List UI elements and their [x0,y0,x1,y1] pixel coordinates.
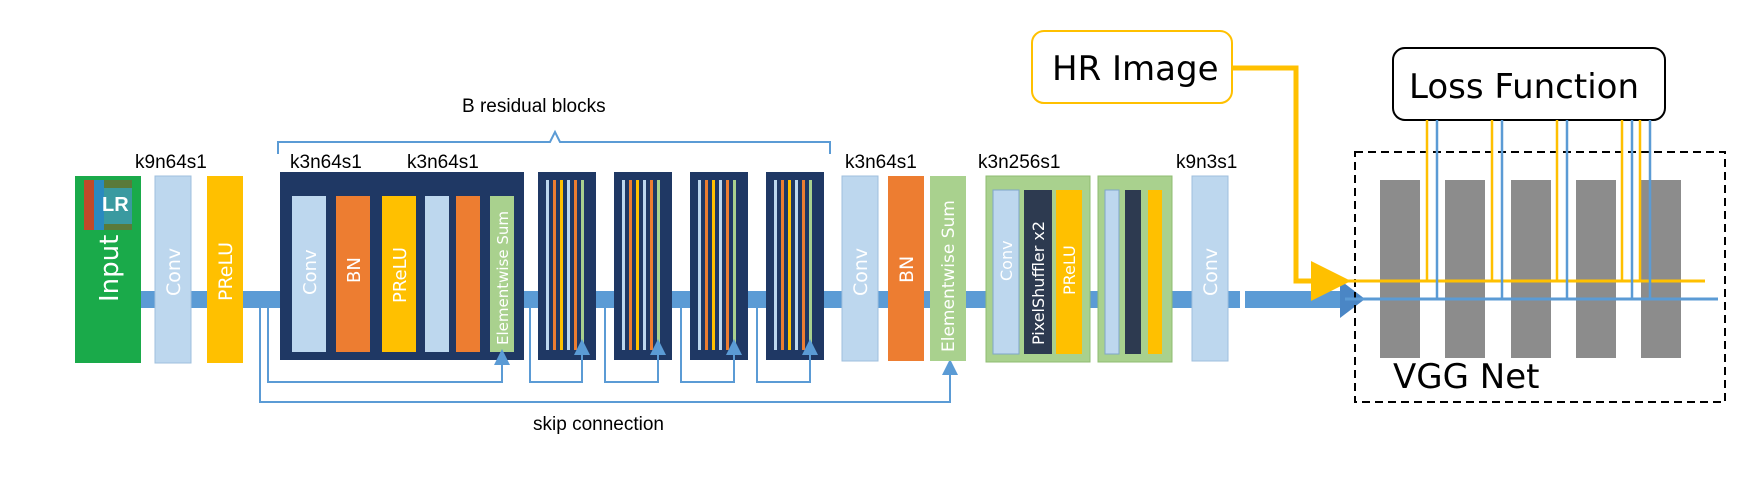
brace [277,129,831,154]
loss-function-box [1392,47,1666,121]
kernel-label-k3n256s1: k3n256s1 [978,152,1060,173]
res-conv-2 [425,196,449,352]
kernel-label-k9n3s1: k9n3s1 [1176,152,1237,173]
res-sum-label-1: Elementwise Sum [494,211,512,345]
prelu-block-1 [207,176,243,363]
global-skip-connection [259,300,958,403]
conv-label-2: Conv [850,248,872,296]
res-bn-1 [336,196,370,352]
res-bn-label-1: BN [344,257,365,283]
upsample-block-1 [985,175,1091,363]
res-prelu-label-1: PReLU [390,247,411,303]
residual-block-2 [538,172,596,360]
vgg-net-label: VGG Net [1393,357,1539,397]
loss-function-label: Loss Function [1409,67,1639,107]
prelu-label-1: PReLU [215,242,237,301]
upsample-block-2 [1097,175,1173,363]
res-prelu-1 [382,196,416,352]
trunk-arrow-body [1245,291,1340,308]
b-residual-blocks-label: B residual blocks [462,96,606,117]
conv-label-1: Conv [163,248,185,296]
res-conv-label-1: Conv [300,249,321,295]
pixelshuffler-label: PixelShuffler x2 [1029,221,1048,345]
conv-block-final [1191,175,1229,362]
lr-image-thumbnail [84,180,132,230]
residual-block-3 [614,172,672,360]
upsample-conv-label: Conv [997,240,1016,281]
elementwise-sum-label: Elementwise Sum [939,200,959,352]
kernel-label-k3n64s1-a: k3n64s1 [290,152,362,173]
conv-block-2 [841,175,879,362]
vgg-layer-3 [1511,180,1551,358]
local-skip-connections [267,300,818,383]
kernel-label-k3n64s1-b: k3n64s1 [407,152,479,173]
conv-block-1 [154,175,192,364]
bn-label-1: BN [896,256,918,283]
hr-image-label: HR Image [1052,49,1218,89]
vgg-layer-5 [1641,180,1681,358]
input-label: Input [95,235,125,302]
kernel-label-k3n64s1-c: k3n64s1 [845,152,917,173]
conv-label-final: Conv [1200,248,1222,296]
upsample-prelu-label: PReLU [1060,245,1079,295]
res-conv-1 [292,196,326,352]
lr-label: LR [102,194,129,216]
res-sum-1 [490,196,514,352]
loss-taps [1425,120,1652,299]
vgg-net-frame [1354,151,1726,403]
vgg-layer-1 [1380,180,1420,358]
residual-block-5 [766,172,824,360]
res-bn-2 [456,196,480,352]
kernel-label-k9n64s1: k9n64s1 [135,152,207,173]
elementwise-sum-block [930,176,966,361]
skip-connection-label: skip connection [533,414,664,435]
hr-image-arrow [1232,65,1351,301]
vgg-layer-2 [1445,180,1485,358]
vgg-layer-4 [1576,180,1616,358]
residual-block-4 [690,172,748,360]
bn-block-1 [888,176,924,361]
